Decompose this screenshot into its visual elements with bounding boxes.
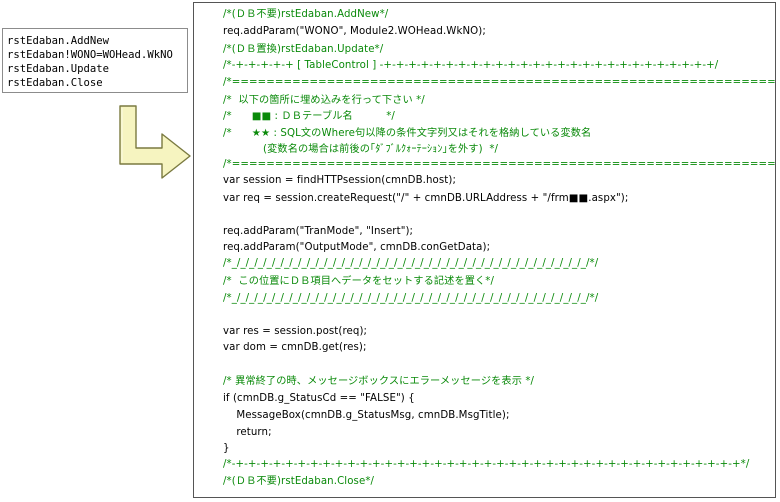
code-comment-line: /*-+-+-+-+-+ [ TableControl ] -+-+-+-+-+… — [223, 60, 719, 71]
vb-line-addnew: rstEdaban.AddNew — [7, 35, 110, 47]
code-comment-line: /*(ＤＢ置換)rstEdaban.Update*/ — [223, 44, 384, 55]
code-comment-line: /*(ＤＢ不要)rstEdaban.Close*/ — [223, 476, 375, 487]
code-comment-line: /*-+-+-+-+-+-+-+-+-+-+-+-+-+-+-+-+-+-+-+… — [223, 459, 750, 470]
code-comment-line: /* ■■ : ＤＢテーブル名 */ — [223, 111, 395, 122]
vb-line-update: rstEdaban.Update — [7, 63, 110, 75]
code-comment-line: /*(ＤＢ不要)rstEdaban.AddNew*/ — [223, 9, 389, 20]
code-line: var dom = cmnDB.get(res); — [223, 342, 367, 353]
code-comment-line: /* 異常終了の時、メッセージボックスにエラーメッセージを表示 */ — [223, 376, 535, 387]
code-line: req.addParam("TranMode", "Insert"); — [223, 226, 414, 237]
code-line: var res = session.post(req); — [223, 326, 368, 337]
code-comment-line: /* 以下の箇所に埋め込みを行って下さい */ — [223, 95, 425, 106]
code-line: return; — [223, 427, 272, 438]
vb-line-wono: rstEdaban!WONO=WOHead.WkNO — [7, 49, 173, 61]
code-comment-line: (変数名の場合は前後の｢ﾀﾞﾌﾞﾙｸｫｰﾃｰｼｮﾝ｣を外す) */ — [223, 144, 499, 155]
code-comment-line: /*_/_/_/_/_/_/_/_/_/_/_/_/_/_/_/_/_/_/_/… — [223, 258, 599, 269]
code-comment-line: /*======================================… — [223, 77, 776, 88]
vb-line-close: rstEdaban.Close — [7, 77, 103, 89]
right-turn-arrow-icon — [119, 105, 191, 179]
code-comment-line: /*_/_/_/_/_/_/_/_/_/_/_/_/_/_/_/_/_/_/_/… — [223, 293, 599, 304]
code-line: req.addParam("WONO", Module2.WOHead.WkNO… — [223, 26, 486, 37]
code-line: req.addParam("OutputMode", cmnDB.conGetD… — [223, 242, 491, 253]
code-line: } — [223, 443, 230, 454]
code-line: var req = session.createRequest("/" + cm… — [223, 193, 629, 204]
code-line: MessageBox(cmnDB.g_StatusMsg, cmnDB.MsgT… — [223, 410, 510, 421]
code-comment-line: /*======================================… — [223, 159, 776, 170]
code-comment-line: /* ★★ : SQL文のWhere句以降の条件文字列又はそれを格納している変数… — [223, 128, 592, 139]
vb-code-box: rstEdaban.AddNew rstEdaban!WONO=WOHead.W… — [2, 28, 188, 93]
code-line: if (cmnDB.g_StatusCd == "FALSE") { — [223, 393, 415, 404]
js-code-box: /*(ＤＢ不要)rstEdaban.AddNew*/ req.addParam("… — [193, 2, 776, 498]
code-line: var session = findHTTPsession(cmnDB.host… — [223, 175, 456, 186]
code-comment-line: /* この位置にＤＢ項目へデータをセットする記述を置く*/ — [223, 276, 495, 287]
